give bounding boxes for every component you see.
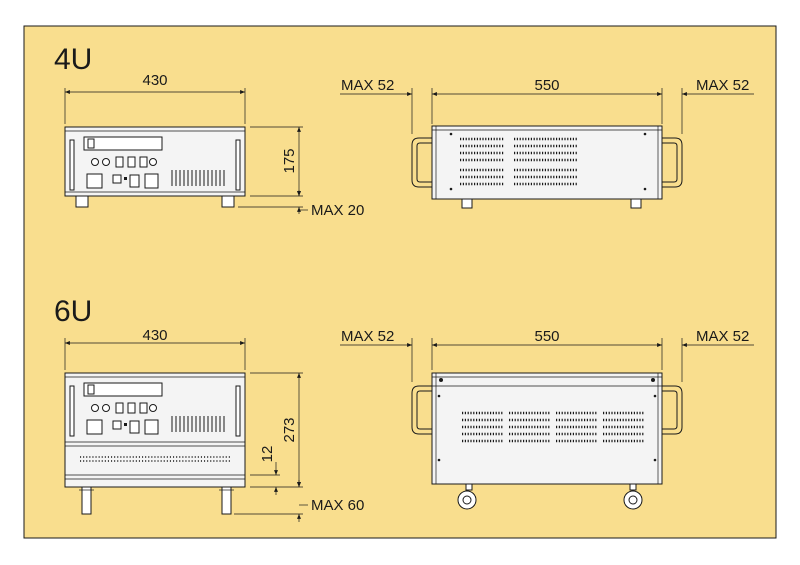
dimension-foot-4u: [238, 190, 308, 214]
dimension-label-handle-right-4u: MAX 52: [696, 77, 749, 94]
dimension-width-6u: [64, 338, 246, 370]
dimension-depth-4u: [340, 88, 754, 134]
side-view-6u: [411, 372, 683, 510]
front-view-4u: [64, 126, 246, 208]
dimension-height-4u: [250, 126, 303, 197]
dimension-label-depth-6u: 550: [534, 328, 559, 345]
dimension-label-handle-left-6u: MAX 52: [341, 328, 394, 345]
side-view-4u: [411, 125, 683, 209]
dimension-label-handle-left-4u: MAX 52: [341, 77, 394, 94]
dimension-label-base-6u: 12: [259, 446, 276, 463]
vent-slots-6u-front: [171, 416, 225, 432]
dimension-width-4u: [64, 88, 246, 124]
dimension-label-foot-4u: MAX 20: [311, 202, 364, 219]
dimension-label-handle-right-6u: MAX 52: [696, 328, 749, 345]
front-view-6u: [64, 372, 246, 515]
vent-slots-4u-front: [171, 170, 225, 186]
dimension-depth-6u: [340, 338, 754, 382]
dimension-label-width-6u: 430: [142, 327, 167, 344]
dimension-label-foot-6u: MAX 60: [311, 497, 364, 514]
dimension-foot-6u: [234, 480, 308, 522]
dimension-base-6u: [250, 462, 280, 495]
title-4u: 4U: [54, 43, 92, 76]
dimension-label-height-6u: 273: [281, 417, 298, 442]
vent-slots-6u-base: [80, 456, 230, 462]
dimension-label-height-4u: 175: [281, 148, 298, 173]
dimension-label-depth-4u: 550: [534, 77, 559, 94]
title-6u: 6U: [54, 295, 92, 328]
vent-slots-4u-side: [460, 137, 578, 186]
dimension-label-width-4u: 430: [142, 72, 167, 89]
